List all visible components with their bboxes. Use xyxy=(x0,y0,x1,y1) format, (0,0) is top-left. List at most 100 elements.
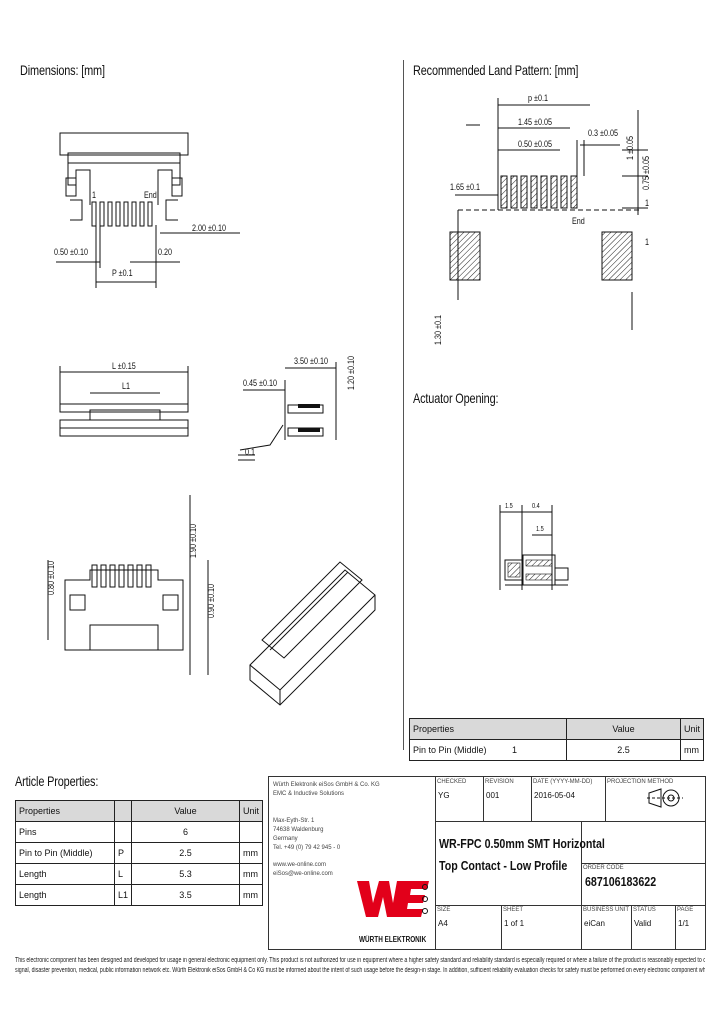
size-value: A4 xyxy=(438,919,448,928)
property-symbol: 1 xyxy=(512,745,518,755)
status-label: STATUS xyxy=(633,907,656,913)
revision-value: 001 xyxy=(486,791,500,800)
article-row-symbol: L xyxy=(113,863,133,885)
front-view-pins xyxy=(91,564,152,588)
dim-045: 0.45 ±0.10 xyxy=(243,378,277,388)
article-header-unit: Unit xyxy=(238,800,264,822)
article-row-value: 5.3 xyxy=(131,863,240,885)
land-pin1-label: 1 xyxy=(645,198,650,208)
property-unit: mm xyxy=(679,739,705,761)
title-block: Würth Elektronik eiSos GmbH & Co. KG EMC… xyxy=(268,776,706,950)
company-line: Germany xyxy=(273,836,298,842)
business-unit-value: eiCan xyxy=(584,919,605,928)
land-one-label: 1 xyxy=(645,237,650,247)
disclaimer: This electronic component has been desig… xyxy=(15,956,705,976)
header-unit: Unit xyxy=(679,718,705,740)
land-pattern-title: Recommended Land Pattern: [mm] xyxy=(413,62,579,78)
product-title: WR-FPC 0.50mm SMT Horizontal Top Contact… xyxy=(435,831,605,879)
land-dim-145: 1.45 ±0.05 xyxy=(518,117,552,127)
pin-1-label: 1 xyxy=(92,190,97,200)
article-row-value: 6 xyxy=(131,821,240,843)
product-title-cell: WR-FPC 0.50mm SMT Horizontal Top Contact… xyxy=(435,821,605,906)
section-divider xyxy=(403,60,404,750)
article-row-unit: mm xyxy=(238,884,264,906)
right-properties-table: Properties Value Unit Pin to Pin (Middle… xyxy=(409,718,705,761)
table-row: Length L1 3.5 mm xyxy=(15,884,264,906)
checked-label: CHECKED xyxy=(437,779,467,785)
article-properties-title: Article Properties: xyxy=(15,773,99,789)
actuator-dim-b: 0.4 xyxy=(532,503,540,510)
page-label: PAGE xyxy=(677,907,694,913)
article-row-property: Length xyxy=(15,884,115,906)
end-label: End xyxy=(144,190,157,200)
article-row-symbol: L1 xyxy=(113,884,133,906)
disclaimer-line: This electronic component has been desig… xyxy=(15,957,705,964)
land-dim-03: 0.3 ±0.05 xyxy=(588,128,618,138)
company-line: www.we-online.com xyxy=(273,862,327,868)
status-cell: STATUS Valid xyxy=(631,905,676,949)
product-title-line2: Top Contact - Low Profile xyxy=(439,858,568,873)
dim-flatness: 0.1 xyxy=(245,447,256,457)
company-line: 74638 Waldenburg xyxy=(273,827,324,833)
article-header-properties: Properties xyxy=(15,800,115,822)
sheet-value: 1 of 1 xyxy=(504,919,525,928)
size-cell: SIZE A4 xyxy=(435,905,502,949)
article-header-symbol xyxy=(113,800,133,822)
page-value: 1/1 xyxy=(678,919,690,928)
checked-cell: CHECKED YG xyxy=(435,777,484,822)
size-label: SIZE xyxy=(437,907,451,913)
projection-cell: PROJECTION METHOD xyxy=(605,777,705,822)
disclaimer-line: signal, disaster prevention, medical, pu… xyxy=(15,967,705,974)
company-line: Tel. +49 (0) 79 42 945 - 0 xyxy=(273,845,341,851)
table-row: Length L 5.3 mm xyxy=(15,863,264,885)
top-view-pins xyxy=(91,201,153,227)
header-value: Value xyxy=(566,718,681,740)
order-code-cell: ORDER CODE 687106183622 xyxy=(581,863,705,906)
land-dim-165: 1.65 ±0.1 xyxy=(450,182,480,192)
article-row-property: Length xyxy=(15,863,115,885)
dim-pitch: P ±0.1 xyxy=(112,268,133,278)
business-unit-cell: BUSINESS UNIT eiCan xyxy=(581,905,632,949)
revision-label: REVISION xyxy=(485,779,514,785)
article-row-value: 2.5 xyxy=(131,842,240,864)
actuator-dim-a: 1.5 xyxy=(505,503,513,510)
company-address: Würth Elektronik eiSos GmbH & Co. KG EMC… xyxy=(273,781,380,879)
sheet-cell: SHEET 1 of 1 xyxy=(501,905,582,949)
dim-020: 0.20 xyxy=(158,247,173,257)
property-label: Pin to Pin (Middle) xyxy=(413,745,487,755)
status-value: Valid xyxy=(634,919,652,928)
article-row-unit xyxy=(238,821,264,843)
revision-cell: REVISION 001 xyxy=(483,777,532,822)
dim-350: 3.50 ±0.10 xyxy=(294,356,328,366)
dimensions-title: Dimensions: [mm] xyxy=(20,62,105,78)
table-row: Pin to Pin (Middle) 1 2.5 mm xyxy=(409,739,705,761)
date-label: DATE (YYYY-MM-DD) xyxy=(533,779,593,785)
projection-symbol-icon xyxy=(647,788,683,808)
dim-050: 0.50 ±0.10 xyxy=(54,247,88,257)
land-end-label: End xyxy=(572,216,585,226)
land-dim-p: p ±0.1 xyxy=(528,93,548,103)
blank-cell xyxy=(581,821,705,864)
company-line: Max-Eyth-Str. 1 xyxy=(273,818,315,824)
business-unit-label: BUSINESS UNIT xyxy=(583,907,630,913)
property-value: 2.5 xyxy=(566,739,681,761)
actuator-title: Actuator Opening: xyxy=(413,390,499,406)
checked-value: YG xyxy=(438,791,450,800)
date-value: 2016-05-04 xyxy=(534,791,575,800)
page-cell: PAGE 1/1 xyxy=(675,905,705,949)
article-row-symbol xyxy=(113,821,133,843)
order-code-label: ORDER CODE xyxy=(583,865,624,871)
date-cell: DATE (YYYY-MM-DD) 2016-05-04 xyxy=(531,777,606,822)
article-row-symbol: P xyxy=(113,842,133,864)
logo-wordmark: WÜRTH ELEKTRONIK xyxy=(359,935,427,944)
top-view-housing xyxy=(59,132,189,156)
product-title-line1: WR-FPC 0.50mm SMT Horizontal xyxy=(439,836,605,851)
header-properties: Properties xyxy=(409,718,567,740)
land-pads xyxy=(449,175,633,281)
dim-200: 2.00 ±0.10 xyxy=(192,223,226,233)
dim-L: L ±0.15 xyxy=(112,361,136,371)
order-code-value: 687106183622 xyxy=(585,874,657,889)
